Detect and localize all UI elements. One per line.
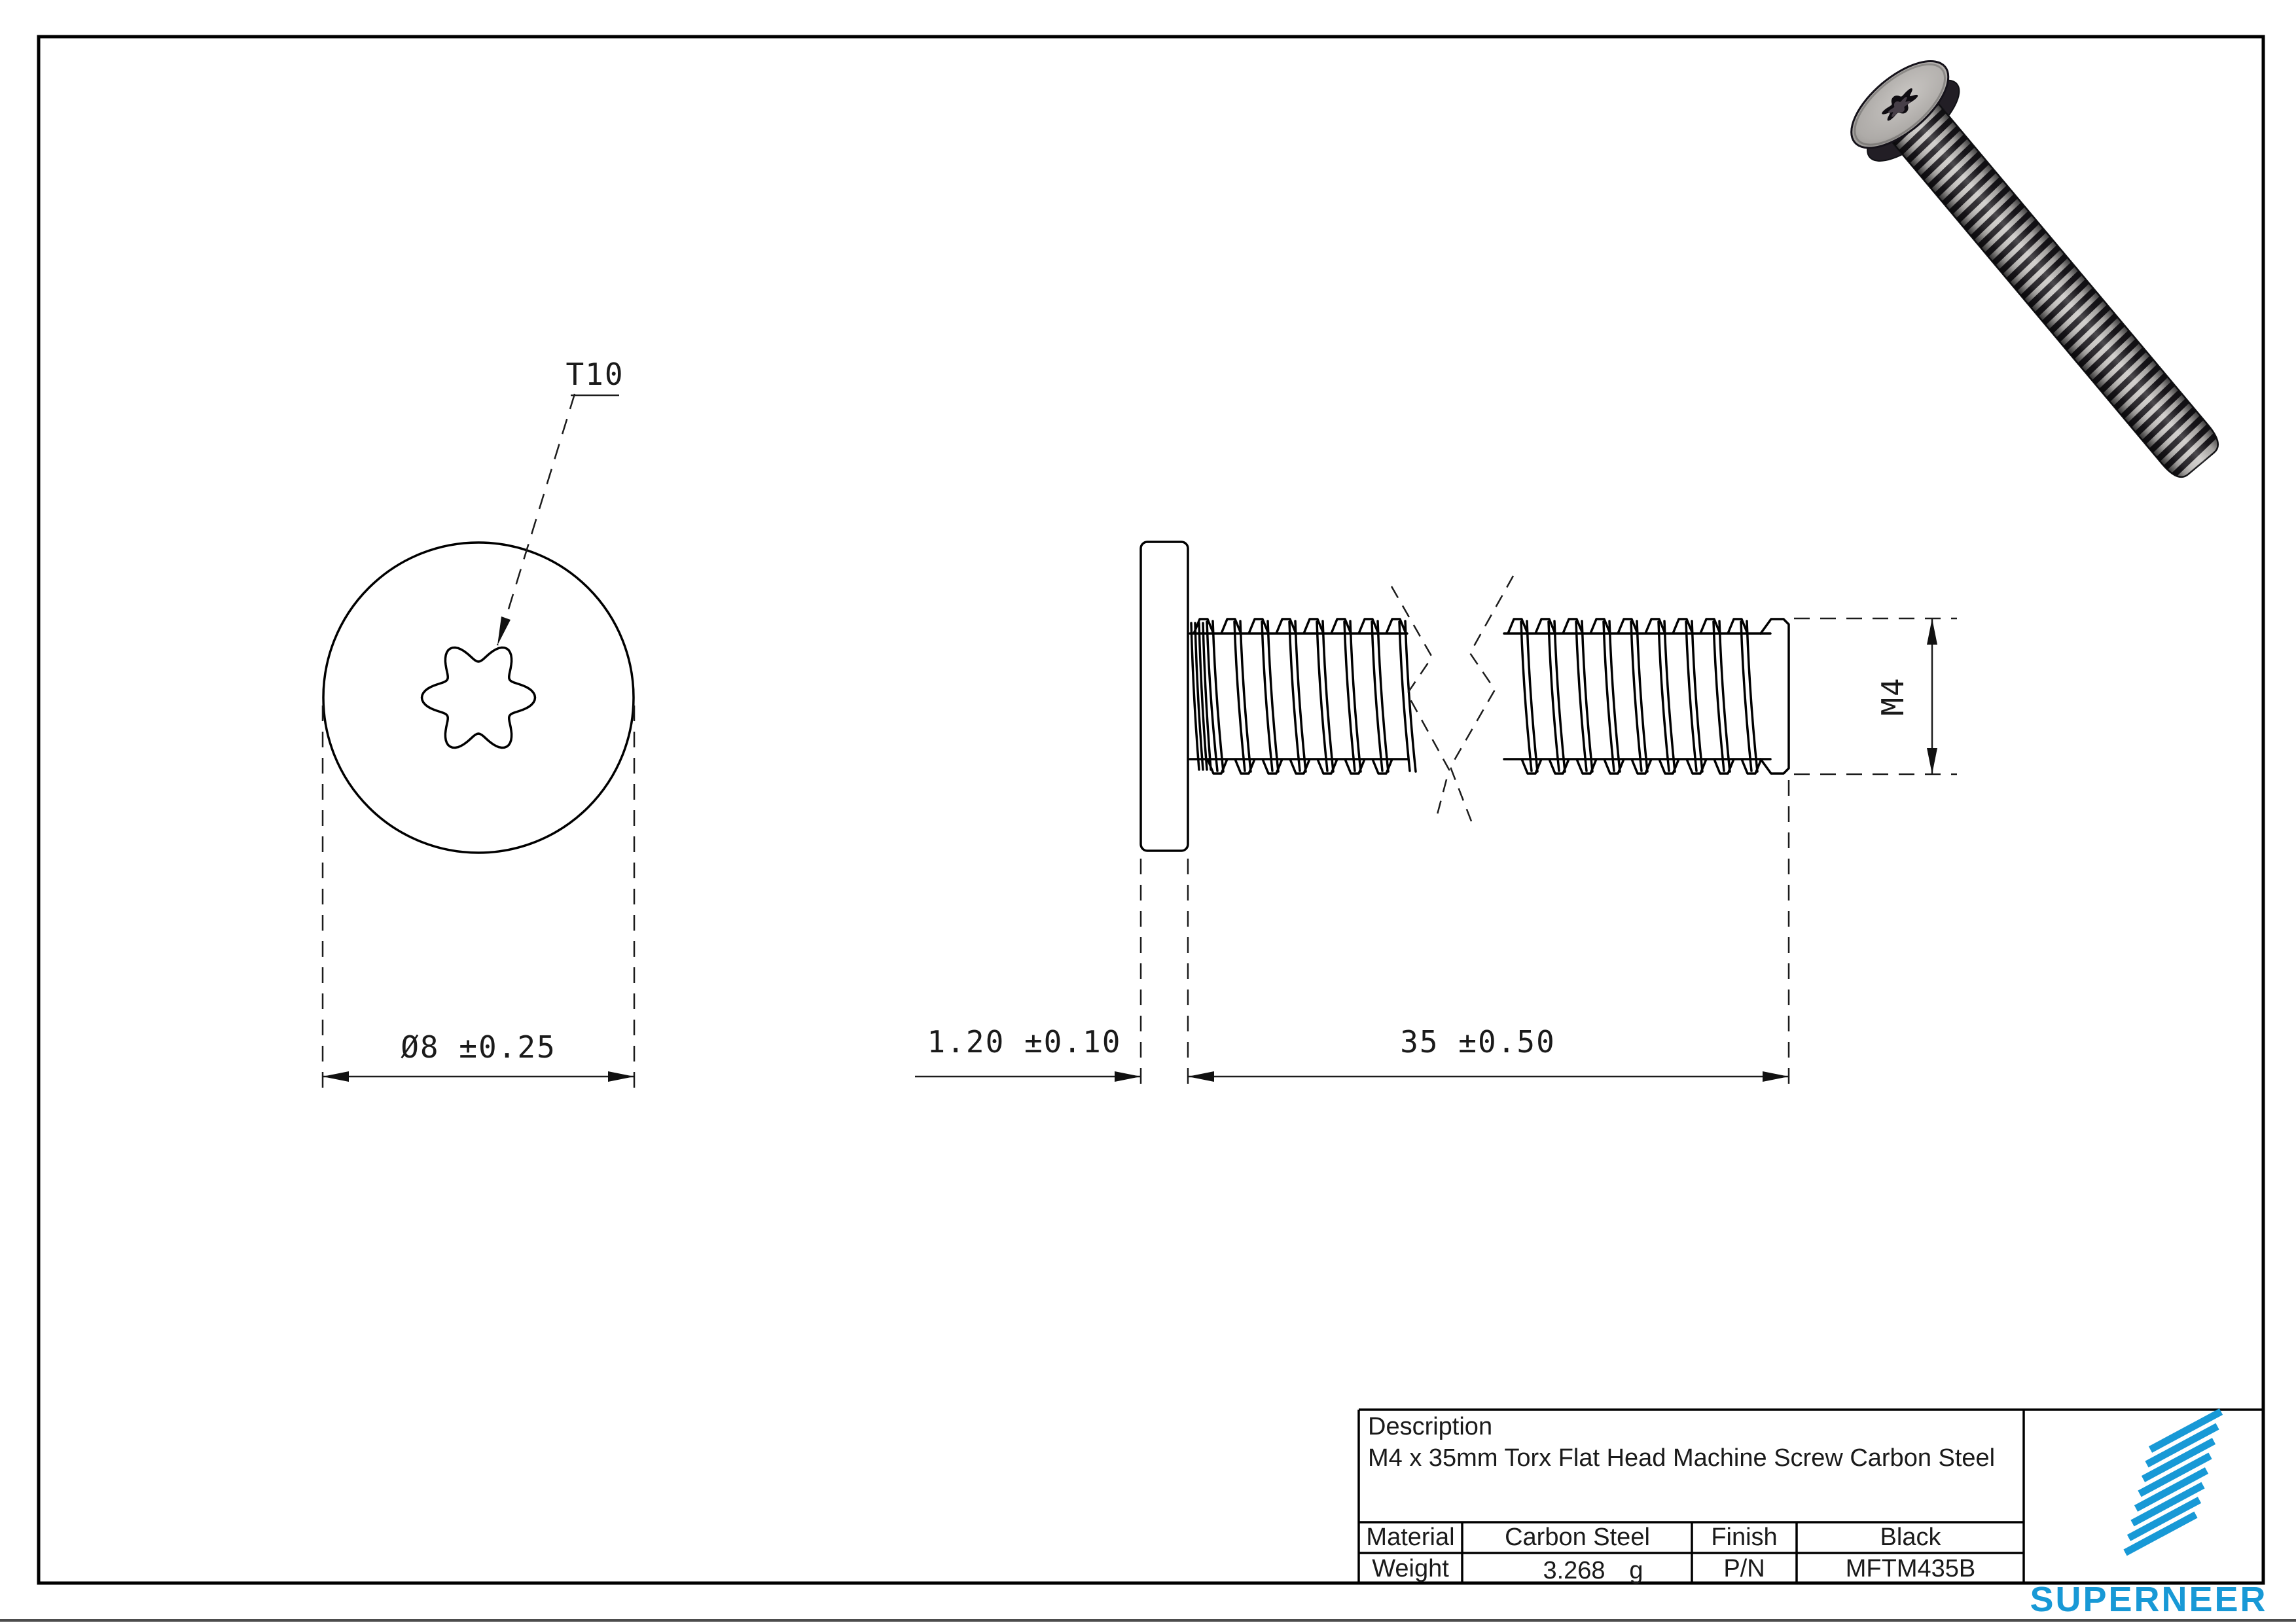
render-3d [1850,60,2219,479]
side-view: 1.20 ±0.10 35 ±0.50 M4 [915,541,1957,1088]
front-view: T10 Ø8 ±0.25 [321,357,636,1088]
dim-arrow-right [608,1071,634,1082]
length-arrow-left [1188,1071,1214,1082]
description-value: M4 x 35mm Torx Flat Head Machine Screw C… [1368,1444,1995,1472]
leader-arrowhead [497,616,511,645]
page-edge-artifact [0,1619,2296,1622]
leader-line [496,393,576,646]
thread-profile [1189,618,1772,775]
finish-value: Black [1880,1524,1942,1551]
title-block-grid [1357,1408,2263,1583]
weight-unit: g [1629,1557,1643,1584]
material-label: Material [1366,1524,1454,1551]
part-number-label: P/N [1723,1555,1765,1582]
weight-label: Weight [1372,1555,1449,1582]
brand-logo: SUPERNEER [2030,1408,2267,1619]
screw-head-side [1139,541,1189,852]
finish-label: Finish [1711,1524,1777,1551]
head-thickness-text: 1.20 ±0.10 [927,1024,1122,1060]
torx-size-label: T10 [565,357,624,392]
sheet-border [37,35,2265,1585]
head-diameter-text: Ø8 ±0.25 [401,1029,556,1065]
thread-length-text: 35 ±0.50 [1400,1024,1556,1060]
render-shank [1888,99,2219,479]
render-head-face-ring [1854,63,1946,146]
dim-arrow-left [323,1071,349,1082]
head-outline-circle [322,541,635,854]
thread-size-text: M4 [1875,677,1910,715]
part-number-value: MFTM435B [1846,1555,1975,1582]
material-value: Carbon Steel [1505,1524,1650,1551]
superneer-logo-mark [2123,1408,2223,1556]
length-arrow-right [1763,1071,1789,1082]
description-label: Description [1368,1413,1492,1440]
shank-end-edge [1759,618,1790,775]
title-block: Description M4 x 35mm Torx Flat Head Mac… [1357,1408,2263,1584]
render-torx-recess [1882,88,1918,121]
weight-value: 3.268 [1543,1557,1605,1584]
torx-recess-star [420,646,537,749]
break-line-left [1390,586,1450,820]
thickness-arrow [1115,1071,1141,1082]
break-line-right [1449,575,1515,825]
superneer-logo-text: SUPERNEER [2030,1580,2267,1619]
m4-arrow-bottom [1927,748,1937,774]
m4-arrow-top [1927,618,1937,645]
